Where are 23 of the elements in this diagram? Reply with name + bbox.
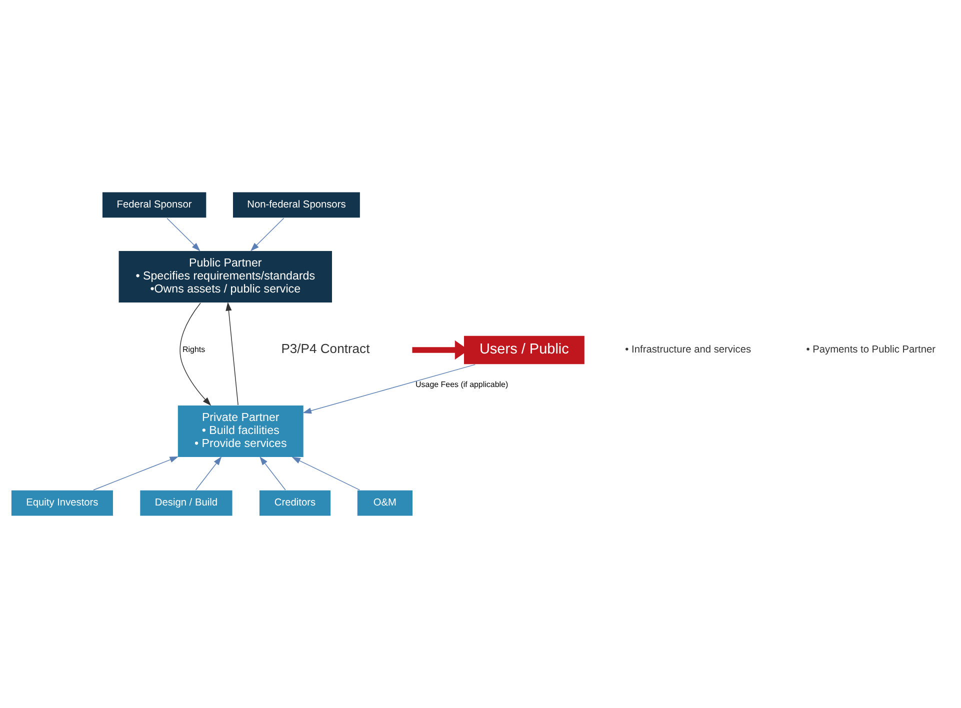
arrow xyxy=(166,218,200,252)
arrow xyxy=(260,456,286,490)
node-box: Users / Public xyxy=(463,335,586,365)
node-box: Design / Build xyxy=(139,490,233,516)
arrow xyxy=(180,302,212,406)
arrow xyxy=(93,456,178,490)
node-box: Public Partner • Specifies requirements/standards •Owns assets / public service xyxy=(118,250,333,304)
node-box: Non-federal Sponsors xyxy=(232,192,361,218)
node-box: Private Partner • Build facilities • Provide services xyxy=(177,404,304,458)
edge-label: Rights xyxy=(182,345,206,354)
node-box: Creditors xyxy=(258,490,332,516)
arrow xyxy=(292,456,360,490)
arrow xyxy=(250,218,284,252)
node-box: Federal Sponsor xyxy=(102,192,207,218)
arrow xyxy=(226,302,238,406)
label: • Payments to Public Partner xyxy=(806,344,936,356)
arrow xyxy=(195,456,222,490)
edge-label: Usage Fees (if applicable) xyxy=(416,380,508,389)
node-box: Equity Investors xyxy=(10,490,114,516)
label: • Infrastructure and services xyxy=(625,344,752,356)
node-box: O&M xyxy=(356,490,414,516)
arrow xyxy=(302,364,476,414)
label: P3/P4 Contract xyxy=(281,341,370,356)
